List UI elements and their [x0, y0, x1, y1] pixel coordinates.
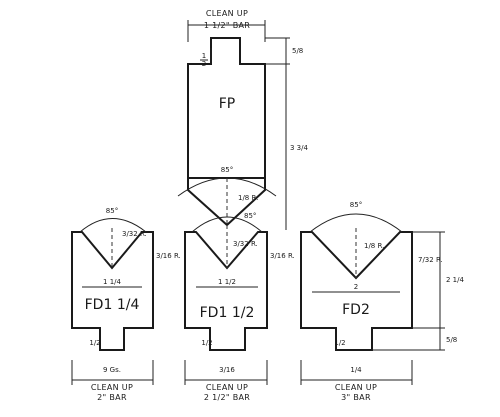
fd2-opening: 2	[354, 283, 358, 291]
svg-text:2: 2	[202, 60, 206, 68]
fd112-label: FD1 1/2	[200, 305, 255, 321]
fd112-angle-arc	[191, 216, 263, 233]
fp-tang-dim: 1	[202, 52, 206, 60]
fd112-outline	[184, 231, 268, 351]
fd2-bottom-note: 1/4	[350, 366, 362, 374]
fp-upper-angle: 85°	[244, 212, 256, 220]
fd2-die: 85° 1/8 R. 7/32 R. 2 FD2 1/2 1/4 2 1/4 5…	[300, 201, 464, 402]
fd2-tang: 1/2	[334, 339, 345, 347]
fd112-tang: 1/2	[201, 339, 212, 347]
fd114-label: FD1 1/4	[85, 297, 140, 313]
fd114-bottom-note: 9 Gs.	[103, 366, 121, 374]
fd114-radius: 3/32 R.	[122, 230, 147, 238]
fd2-height-note: 2 1/4	[446, 276, 464, 284]
fd114-clean-up: CLEAN UP	[91, 383, 133, 392]
fp-label: FP	[219, 96, 236, 112]
fd114-outline	[71, 231, 154, 351]
fp-top-note: 5/8	[292, 47, 303, 55]
fd112-bottom-note: 3/16	[219, 366, 235, 374]
fd114-die: 85° 3/32 R. 3/16 R. 1 1/4 FD1 1/4 1/2 9 …	[71, 207, 181, 402]
fd114-side-radius: 3/16 R.	[156, 252, 181, 260]
fp-bar-label: 1 1/2" BAR	[204, 21, 250, 30]
fd114-angle-arc	[79, 218, 147, 233]
fd112-die: 3/32 R. 3/16 R. 1 1/2 FD1 1/2 1/2 3/16 C…	[184, 216, 295, 402]
fd2-radius: 1/8 R.	[364, 242, 384, 250]
fp-height-note: 3 3/4	[290, 144, 308, 152]
fd2-label: FD2	[342, 302, 370, 318]
fd112-side-radius: 3/16 R.	[270, 252, 295, 260]
fd2-bar: 3" BAR	[341, 393, 371, 402]
fd2-clean-up: CLEAN UP	[335, 383, 377, 392]
fd2-tang-height: 5/8	[446, 336, 457, 344]
fd112-opening: 1 1/2	[218, 278, 236, 286]
fd114-tang: 1/2	[89, 339, 100, 347]
fd2-side-radius: 7/32 R.	[418, 256, 443, 264]
fd112-bar: 2 1/2" BAR	[204, 393, 250, 402]
fd2-outline	[300, 231, 413, 351]
fd112-clean-up: CLEAN UP	[206, 383, 248, 392]
fp-angle: 85°	[221, 166, 233, 174]
fd114-bar: 2" BAR	[97, 393, 127, 402]
fd114-opening: 1 1/4	[103, 278, 121, 286]
fd2-angle-arc	[309, 213, 403, 233]
fp-clean-up-label: CLEAN UP	[206, 9, 248, 18]
fp-punch: CLEAN UP 1 1/2" BAR 1 2 85° 1/8 R. FP 5/…	[177, 9, 308, 230]
fd112-radius: 3/32 R.	[233, 240, 258, 248]
fd2-angle: 85°	[350, 201, 362, 209]
fd114-angle: 85°	[106, 207, 118, 215]
fp-tip-radius: 1/8 R.	[238, 194, 258, 202]
